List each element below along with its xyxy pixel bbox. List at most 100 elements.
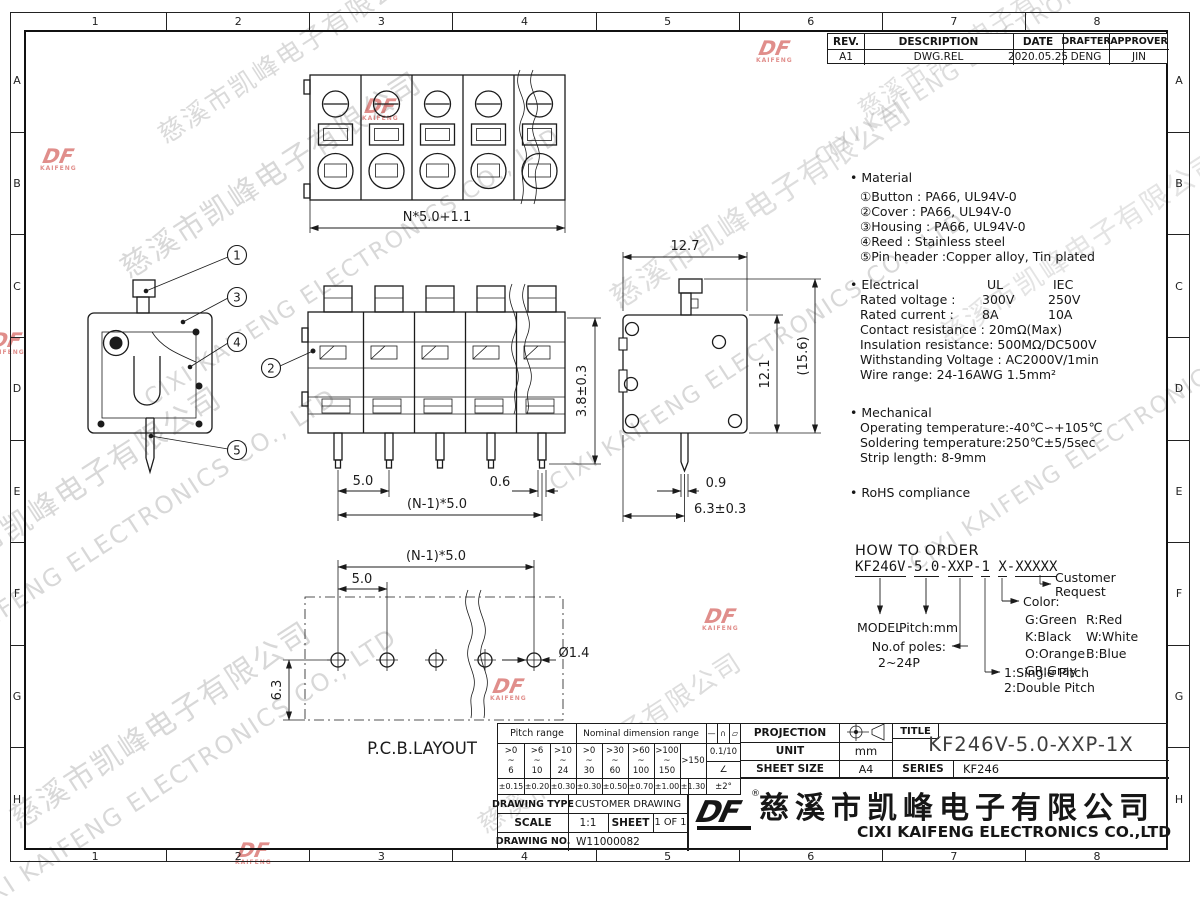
- kaifeng-logo-watermark: DF KAIFENG: [0, 328, 25, 356]
- row-label: G: [1168, 646, 1190, 749]
- rev-header: DRAFTER: [1061, 36, 1111, 47]
- order-code-sep: -: [1006, 559, 1016, 575]
- projection-label: PROJECTION: [753, 727, 827, 739]
- dim-side-offset: 6.3±0.3: [694, 502, 746, 517]
- tolerance-table: Pitch range Nominal dimension range — ∩ …: [498, 724, 741, 795]
- row-label: B: [10, 133, 24, 236]
- electrical-col-ul: UL: [987, 277, 1004, 292]
- order-poles-range: 2~24P: [878, 655, 920, 670]
- nominal-range-header: Nominal dimension range: [583, 728, 699, 739]
- rev-header: DESCRIPTION: [898, 35, 979, 48]
- grid-columns-top: 1 2 3 4 5 6 7 8: [24, 12, 1168, 30]
- col-label: 8: [1093, 849, 1101, 863]
- registered-mark: ®: [751, 789, 760, 799]
- company-logo-icon: DF: [693, 795, 751, 830]
- order-color: G:Green: [1025, 612, 1077, 627]
- row-label: E: [1168, 441, 1190, 544]
- row-label: D: [10, 338, 24, 441]
- order-poles-label: No.of poles:: [871, 639, 946, 654]
- rev-value: DENG: [1070, 51, 1102, 63]
- mechanical-spec: • Mechanical Operating temperature:-40℃∽…: [850, 405, 1103, 465]
- sheet-size-value: A4: [858, 762, 874, 776]
- company-name-en: CIXI KAIFENG ELECTRONICS CO.,LTD: [857, 823, 1172, 841]
- dim-front-total: (N-1)*5.0: [407, 497, 467, 512]
- dim-pcb-pitch: 5.0: [352, 572, 373, 587]
- order-code-color: X: [998, 559, 1007, 577]
- kaifeng-logo-watermark: DF KAIFENG: [235, 838, 272, 866]
- electrical-ul-value: 300V: [982, 292, 1015, 307]
- logo-df-text: DF: [692, 795, 743, 830]
- dim-side-body: 12.1: [758, 360, 773, 389]
- range-cell: >150: [681, 755, 705, 766]
- rev-header: REV.: [832, 35, 860, 48]
- electrical-title: • Electrical: [850, 277, 919, 292]
- order-color: B:Blue: [1086, 646, 1127, 661]
- front-view: 3.8±0.3 5.0 0.6 (N-1)*5.0: [301, 283, 601, 521]
- rev-header: DATE: [1022, 35, 1054, 48]
- drawing-title: KF246V-5.0-XXP-1X: [928, 732, 1134, 756]
- order-model-label: MODEL: [857, 620, 903, 635]
- dim-front-pitch: 5.0: [353, 474, 374, 489]
- electrical-line: Insulation resistance: 500MΩ/DC500V: [860, 337, 1097, 352]
- order-title: HOW TO ORDER: [855, 543, 980, 559]
- material-item: ③Housing : PA66, UL94V-0: [860, 219, 1026, 234]
- mechanical-item: Soldering temperature:250℃±5/5sec: [860, 435, 1096, 450]
- col-label: 5: [597, 850, 740, 863]
- order-code-arrows: [876, 575, 1052, 676]
- electrical-label: Rated voltage :: [860, 292, 956, 307]
- col-label: 3: [310, 850, 454, 863]
- material-spec: • Material ①Button : PA66, UL94V-0 ②Cove…: [850, 170, 1095, 264]
- order-code-poles: XXP: [947, 559, 974, 577]
- range-cell: >0 ~ 30: [582, 745, 596, 776]
- mechanical-item: Operating temperature:-40℃∽+105℃: [860, 420, 1103, 435]
- electrical-spec: • Electrical UL IEC Rated voltage : 300V…: [850, 277, 1160, 382]
- row-label: G: [10, 646, 24, 749]
- row-label: B: [1168, 133, 1190, 236]
- col-label: 4: [453, 12, 597, 30]
- section-view: [87, 279, 213, 475]
- col-label: 6: [740, 12, 883, 30]
- order-single-pitch: 1:Single Pitch: [1004, 665, 1089, 680]
- callout-2: 2: [267, 362, 275, 376]
- range-cell: >0 ~ 6: [504, 745, 518, 776]
- col-label: 4: [453, 850, 597, 863]
- drawing-no-label: DRAWING NO.: [495, 836, 571, 847]
- rev-value: JIN: [1131, 51, 1147, 63]
- order-code-sep: -: [939, 559, 948, 575]
- series-label: SERIES: [902, 763, 944, 775]
- company-block: DF ® 慈溪市凯峰电子有限公司 CIXI KAIFENG ELECTRONIC…: [688, 778, 1172, 851]
- col-label: 1: [24, 12, 168, 30]
- top-view: N*5.0+1.1: [303, 69, 566, 233]
- order-code-pitchtype: 1: [981, 559, 990, 577]
- grid-rows-left: A B C D E F G H: [10, 30, 24, 850]
- material-item: ④Reed : Stainless steel: [860, 234, 1006, 249]
- order-double-pitch: 2:Double Pitch: [1004, 680, 1095, 695]
- dim-front-height: 3.8±0.3: [575, 365, 590, 417]
- side-view: 12.7 12.1 (15.6) 0.9 6.3±0.3: [618, 239, 821, 522]
- part-callouts: 1 3 4 5 2: [143, 244, 316, 461]
- row-label: F: [10, 543, 24, 646]
- pcb-layout-view: (N-1)*5.0 5.0 6.3 Ø1.4 P.C.B.LAYOUT: [270, 549, 589, 758]
- mechanical-title: • Mechanical: [850, 405, 932, 420]
- row-label: F: [1168, 543, 1190, 646]
- electrical-iec-value: 250V: [1048, 292, 1081, 307]
- logo-sub-text: KAIFENG: [490, 695, 527, 702]
- material-item: ⑤Pin header :Copper alloy, Tin plated: [860, 249, 1095, 264]
- flatness-tol: 0.1/10: [709, 747, 738, 757]
- col-label: 6: [740, 850, 883, 863]
- electrical-label: Rated current :: [860, 307, 954, 322]
- grid-columns-bottom: 1 2 3 4 5 6 7 8: [24, 849, 1168, 863]
- rev-value: DWG.REL: [913, 51, 964, 63]
- order-code-pitch: 5.0: [914, 559, 940, 577]
- tol-cell: ±0.30: [550, 782, 576, 791]
- kaifeng-logo-watermark: DF KAIFENG: [756, 36, 793, 64]
- dim-side-total: (15.6): [796, 336, 811, 375]
- order-color-title: Color:: [1023, 594, 1060, 609]
- drawing-canvas: N*5.0+1.1 1 3 4 5 2: [87, 69, 1052, 758]
- row-label: C: [1168, 235, 1190, 338]
- electrical-line: Withstanding Voltage : AC2000V/1min: [860, 352, 1099, 367]
- order-color: K:Black: [1025, 629, 1072, 644]
- pitch-range-header: Pitch range: [510, 728, 564, 739]
- kaifeng-logo-watermark: DF KAIFENG: [490, 674, 527, 702]
- col-label: 2: [167, 850, 311, 863]
